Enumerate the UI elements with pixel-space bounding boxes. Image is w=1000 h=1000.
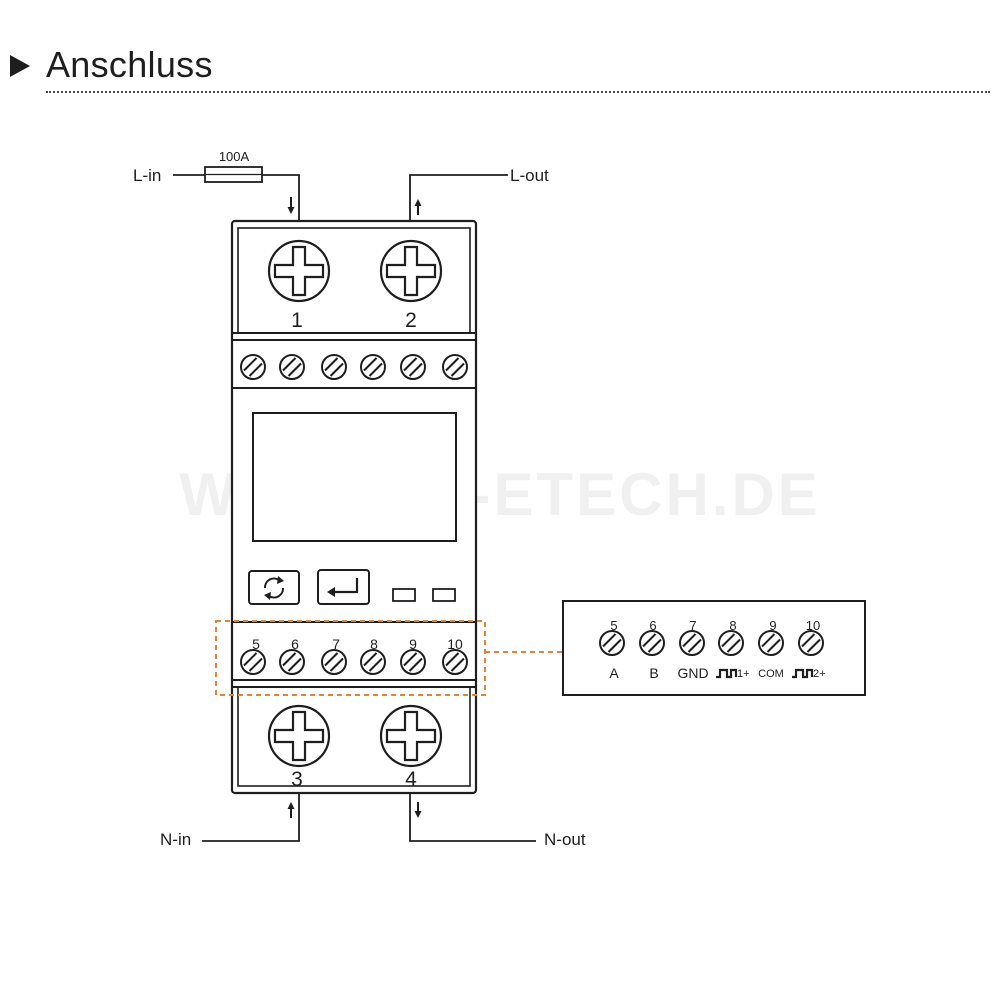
enter-button[interactable]: [317, 569, 370, 605]
screw: [758, 630, 784, 656]
terminal-number: 4: [405, 768, 417, 791]
screw: [679, 630, 705, 656]
n-out-label: N-out: [544, 830, 586, 849]
main-terminal-3: 3: [267, 704, 331, 791]
n-in-label: N-in: [160, 830, 191, 849]
l-in-wiring: L-in 100A: [133, 149, 300, 221]
terminal-number: 7: [332, 636, 340, 652]
n-out-wiring: N-out: [409, 794, 586, 849]
main-terminal-4: 4: [379, 704, 443, 791]
screw: [321, 649, 347, 675]
lcd-display: [252, 412, 457, 542]
terminal-number: 7: [689, 618, 696, 633]
terminal-number: 10: [806, 618, 820, 633]
terminal-label: 1+: [737, 668, 750, 680]
screw: [639, 630, 665, 656]
screw: [279, 354, 305, 380]
screw: [442, 649, 468, 675]
terminal-label: COM: [758, 668, 784, 680]
terminal-label: A: [609, 665, 619, 681]
screw: [442, 354, 468, 380]
terminal-number: 6: [291, 636, 299, 652]
terminal-label: GND: [677, 665, 708, 681]
terminal-number: 8: [370, 636, 378, 652]
terminal-number: 5: [610, 618, 617, 633]
screw: [240, 354, 266, 380]
terminal-label: 2+: [813, 668, 826, 680]
signal-terminal-row: 5 6 7 8 9 10: [240, 636, 468, 675]
screw: [400, 354, 426, 380]
l-out-wiring: L-out: [409, 166, 549, 221]
led-indicator: [392, 588, 416, 602]
play-arrow-icon: [10, 55, 30, 77]
main-terminal-1: 1: [267, 239, 331, 332]
terminal-number: 3: [291, 768, 303, 791]
arrow-down-icon: [414, 802, 422, 818]
pulse-icon: [716, 668, 738, 679]
terminal-number: 5: [252, 636, 260, 652]
screw: [360, 649, 386, 675]
terminal-number: 8: [729, 618, 736, 633]
terminal-number: 1: [291, 309, 303, 332]
arrow-up-icon: [414, 199, 422, 215]
terminal-number: 9: [409, 636, 417, 652]
screw: [240, 649, 266, 675]
screw: [400, 649, 426, 675]
screw: [599, 630, 625, 656]
cycle-icon: [264, 576, 284, 600]
pulse-icon: [792, 668, 814, 679]
l-in-label: L-in: [133, 166, 161, 185]
screw: [360, 354, 386, 380]
terminal-detail-panel: 5 6 7 8 9 10 A B GND 1+ COM 2+: [562, 600, 866, 696]
terminal-number: 9: [769, 618, 776, 633]
page-title: Anschluss: [46, 44, 213, 85]
arrow-up-icon: [287, 802, 295, 818]
arrow-down-icon: [287, 197, 295, 214]
fuse-label: 100A: [219, 149, 250, 164]
title-divider: [46, 91, 990, 93]
terminal-number: 6: [649, 618, 656, 633]
screw: [718, 630, 744, 656]
terminal-number: 2: [405, 309, 417, 332]
enter-icon: [327, 578, 359, 597]
screw: [798, 630, 824, 656]
led-indicator: [432, 588, 456, 602]
l-out-label: L-out: [510, 166, 549, 185]
highlight-box: [215, 620, 486, 696]
main-terminal-2: 2: [379, 239, 443, 332]
screw: [279, 649, 305, 675]
screw: [321, 354, 347, 380]
cycle-button[interactable]: [248, 570, 300, 605]
terminal-label: B: [649, 665, 658, 681]
page-header: Anschluss: [0, 0, 1000, 100]
terminal-number: 10: [447, 636, 463, 652]
n-in-wiring: N-in: [160, 794, 300, 849]
